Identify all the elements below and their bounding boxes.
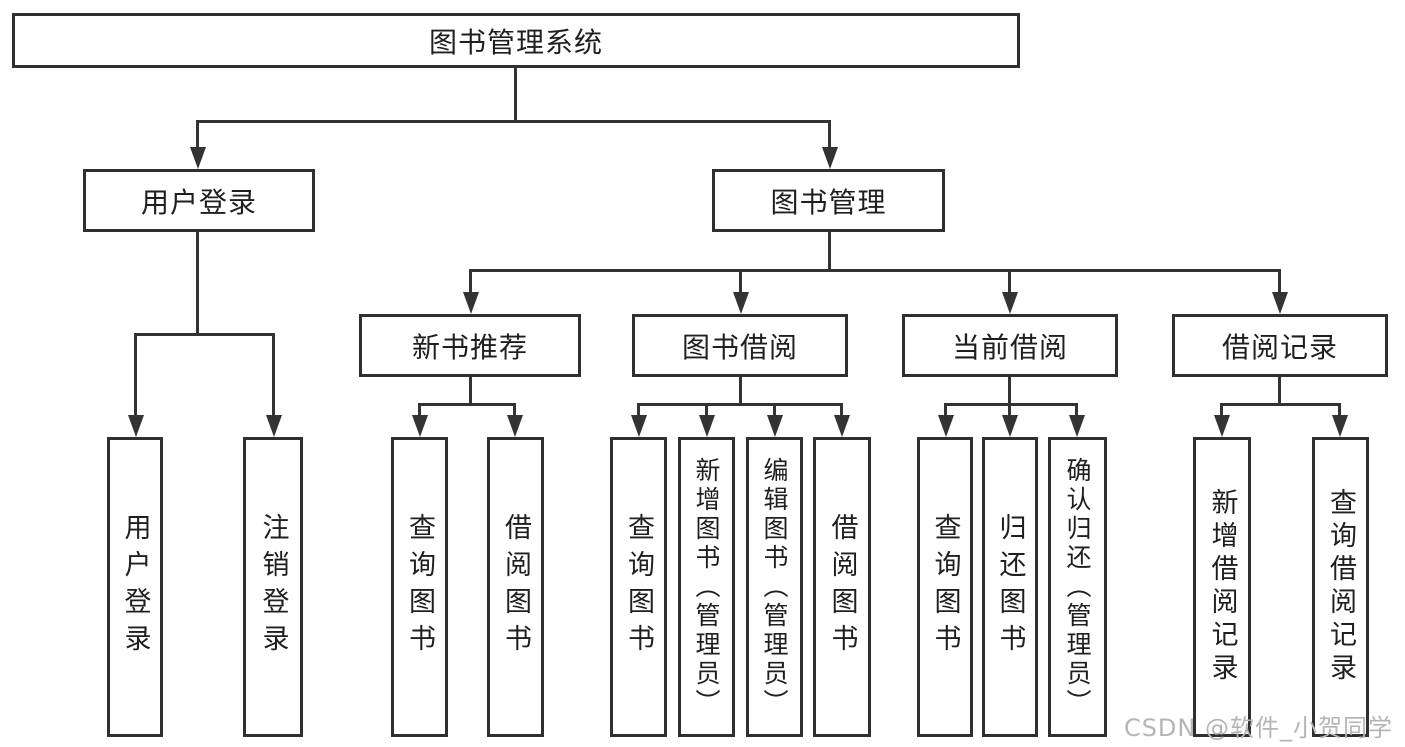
connector-hline <box>134 333 275 336</box>
leaf-edit-book-admin: 编辑图书（管理员） <box>746 437 803 737</box>
leaf-label: 编辑图书（管理员） <box>760 456 789 718</box>
arrow-down-icon <box>733 292 749 314</box>
leaf-label: 借阅图书 <box>826 513 858 661</box>
leaf-query-books-recommend: 查询图书 <box>391 437 448 737</box>
connector-hline <box>469 269 1281 272</box>
node-book-management: 图书管理 <box>712 169 945 232</box>
arrow-down-icon <box>1332 415 1348 437</box>
connector-vline <box>944 403 947 417</box>
connector-vline <box>773 403 776 417</box>
leaf-label: 新增借阅记录 <box>1206 488 1238 686</box>
node-library-management-system: 图书管理系统 <box>12 13 1020 68</box>
connector-vline <box>828 232 831 272</box>
connector-vline <box>1278 269 1281 293</box>
leaf-query-books-current: 查询图书 <box>917 437 973 737</box>
arrow-down-icon <box>1002 292 1018 314</box>
connector-vline <box>739 377 742 405</box>
csdn-watermark: CSDN @软件_小贺同学 <box>1123 714 1393 742</box>
leaf-label: 查询图书 <box>404 513 435 661</box>
node-label: 当前借阅 <box>951 330 1068 364</box>
arrow-down-icon <box>412 415 428 437</box>
connector-hline <box>418 403 516 406</box>
connector-hline <box>637 403 843 406</box>
connector-vline <box>514 66 517 122</box>
connector-vline <box>469 269 472 293</box>
leaf-label: 新增图书（管理员） <box>692 456 721 718</box>
connector-vline <box>739 269 742 293</box>
arrow-down-icon <box>938 415 954 437</box>
connector-vline <box>1008 403 1011 417</box>
node-label: 用户登录 <box>140 185 257 219</box>
connector-vline <box>469 377 472 405</box>
leaf-label: 查询图书 <box>929 513 961 661</box>
leaf-query-books-borrowing: 查询图书 <box>610 437 667 737</box>
arrow-down-icon <box>266 415 282 437</box>
leaf-borrow-books: 借阅图书 <box>813 437 871 737</box>
connector-hline <box>944 403 1078 406</box>
arrow-down-icon <box>1214 415 1230 437</box>
leaf-add-borrow-record: 新增借阅记录 <box>1193 437 1251 737</box>
arrow-down-icon <box>1069 415 1085 437</box>
connector-vline <box>637 403 640 417</box>
connector-vline <box>513 403 516 417</box>
arrow-down-icon <box>834 415 850 437</box>
node-label: 图书管理系统 <box>428 25 603 59</box>
arrow-down-icon <box>699 415 715 437</box>
connector-vline <box>418 403 421 417</box>
leaf-label: 查询图书 <box>623 513 654 661</box>
connector-vline <box>705 403 708 417</box>
leaf-logout: 注销登录 <box>243 437 303 737</box>
leaf-label: 用户登录 <box>119 513 151 661</box>
node-current-borrowing: 当前借阅 <box>902 314 1118 377</box>
arrow-down-icon <box>767 415 783 437</box>
node-book-borrowing: 图书借阅 <box>632 314 848 377</box>
arrow-down-icon <box>631 415 647 437</box>
leaf-label: 借阅图书 <box>500 513 531 661</box>
connector-vline <box>840 403 843 417</box>
connector-vline <box>196 120 199 148</box>
arrow-down-icon <box>1002 415 1018 437</box>
leaf-confirm-return-admin: 确认归还（管理员） <box>1048 437 1107 737</box>
node-label: 图书管理 <box>770 185 887 219</box>
node-borrowing-records: 借阅记录 <box>1172 314 1388 377</box>
node-new-book-recommendation: 新书推荐 <box>359 314 581 377</box>
connector-vline <box>1338 403 1341 417</box>
connector-hline <box>196 120 831 123</box>
leaf-label: 归还图书 <box>994 513 1026 661</box>
connector-vline <box>196 232 199 336</box>
node-label: 借阅记录 <box>1221 330 1338 364</box>
connector-hline <box>1220 403 1341 406</box>
connector-vline <box>1008 377 1011 405</box>
arrow-down-icon <box>463 292 479 314</box>
connector-vline <box>1278 377 1281 405</box>
leaf-return-book: 归还图书 <box>982 437 1038 737</box>
connector-vline <box>1008 269 1011 293</box>
leaf-label: 注销登录 <box>257 513 289 661</box>
node-user-login: 用户登录 <box>83 169 315 232</box>
arrow-down-icon <box>507 415 523 437</box>
arrow-down-icon <box>1272 292 1288 314</box>
arrow-down-icon <box>190 147 206 169</box>
connector-vline <box>1220 403 1223 417</box>
node-label: 新书推荐 <box>411 330 528 364</box>
leaf-add-book-admin: 新增图书（管理员） <box>678 437 735 737</box>
arrow-down-icon <box>822 147 838 169</box>
connector-vline <box>828 120 831 148</box>
leaf-borrow-books-recommend: 借阅图书 <box>487 437 544 737</box>
node-label: 图书借阅 <box>681 330 798 364</box>
connector-vline <box>272 333 275 416</box>
arrow-down-icon <box>128 415 144 437</box>
leaf-user-login: 用户登录 <box>107 437 163 737</box>
connector-vline <box>1075 403 1078 417</box>
connector-vline <box>134 333 137 416</box>
leaf-label: 查询借阅记录 <box>1325 488 1356 686</box>
leaf-label: 确认归还（管理员） <box>1063 456 1092 718</box>
leaf-query-borrow-record: 查询借阅记录 <box>1312 437 1369 737</box>
